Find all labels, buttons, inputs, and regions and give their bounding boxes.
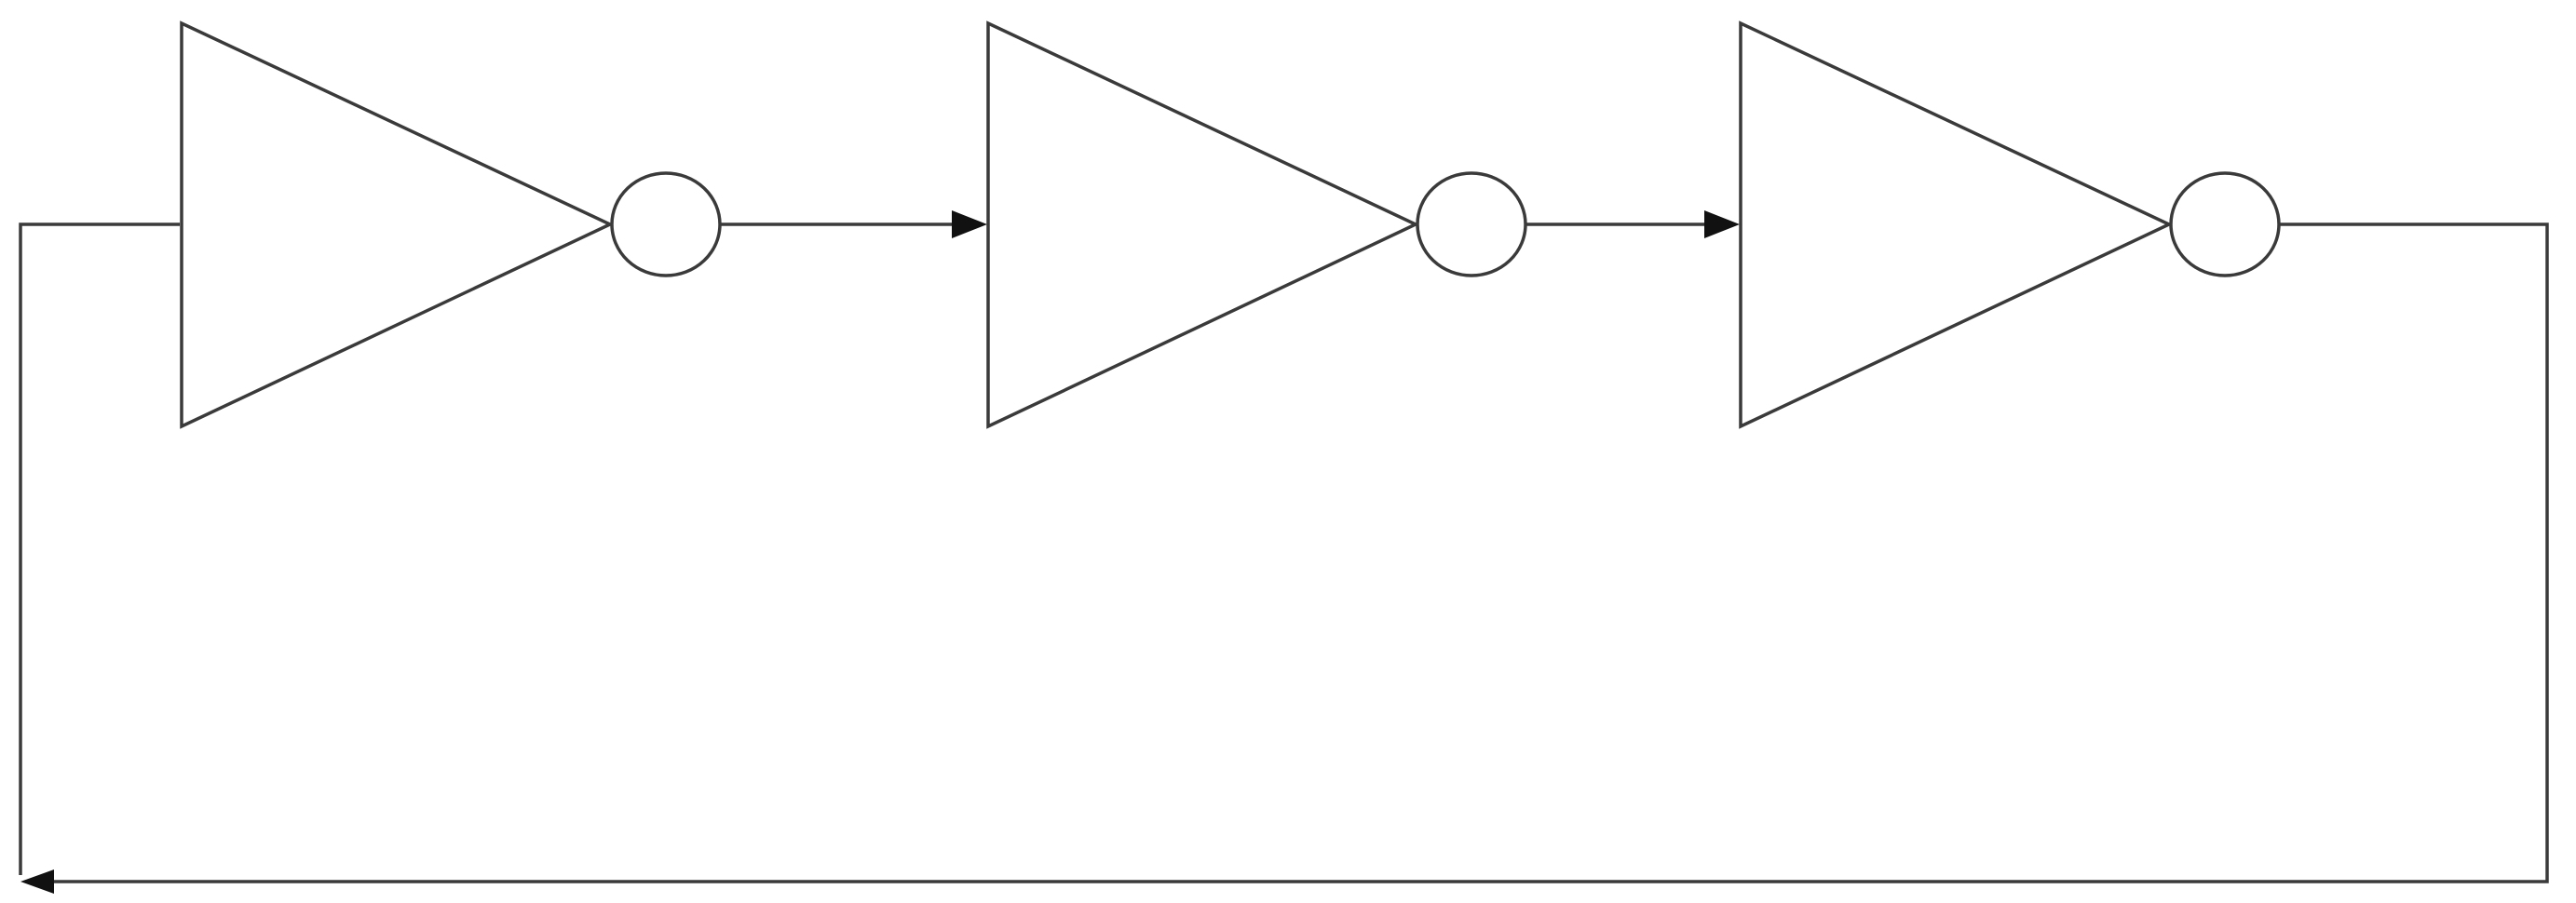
inverter-3-triangle [1739, 20, 2174, 429]
feedback-wire-input [19, 222, 180, 875]
arrowhead-inverter-3-input [1704, 210, 1740, 238]
feedback-wire-output [37, 222, 2549, 883]
feedback-arrowhead [20, 869, 54, 894]
inverter-3 [1739, 20, 2281, 429]
inverter-2-triangle [986, 20, 1420, 429]
inverter-3-bubble [2169, 171, 2281, 277]
inverter-1 [180, 20, 722, 429]
inverter-1-bubble [610, 171, 722, 277]
inverter-2-bubble [1416, 171, 1527, 277]
inverter-2 [986, 20, 1527, 429]
arrowhead-inverter-2-input [952, 210, 987, 238]
inverter-1-triangle [180, 20, 615, 429]
